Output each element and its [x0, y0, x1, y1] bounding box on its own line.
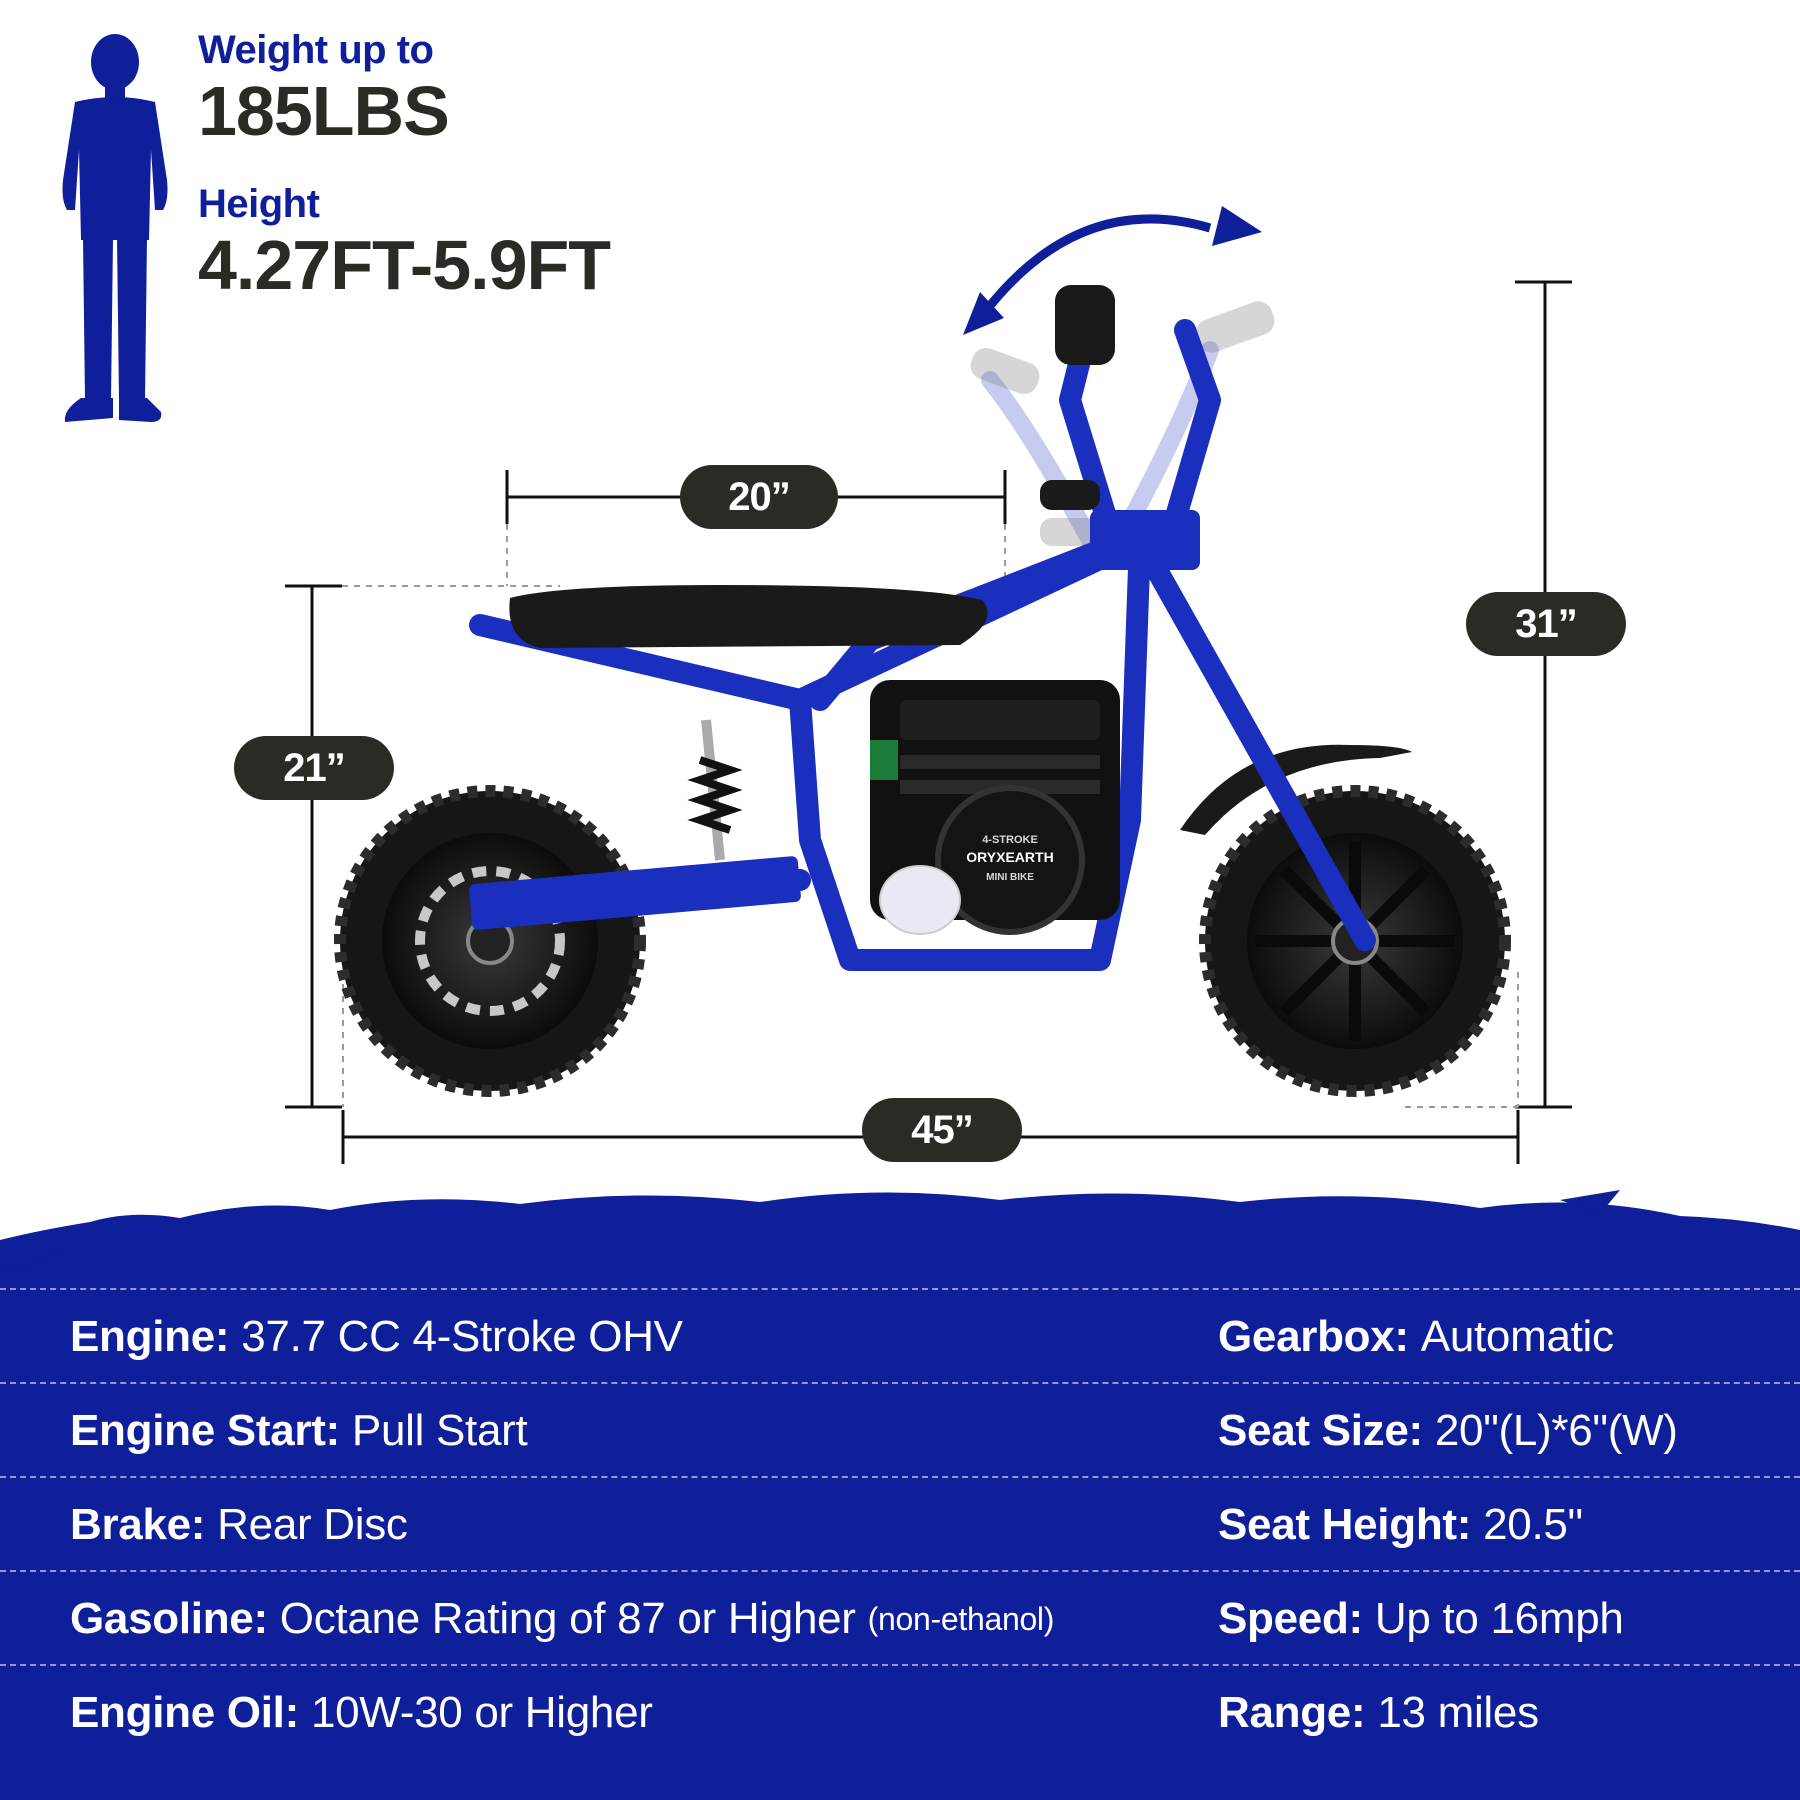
spec-cell-right: Seat Size:20"(L)*6"(W) — [1218, 1384, 1678, 1478]
spec-key: Engine: — [70, 1312, 230, 1361]
spec-value: Pull Start — [351, 1406, 528, 1455]
seat-height-pill: 21” — [234, 736, 394, 800]
spec-cell-left: Engine Start:Pull Start — [70, 1384, 528, 1478]
overall-length-pill: 45” — [862, 1098, 1022, 1162]
overall-height-pill: 31” — [1466, 592, 1626, 656]
weight-label: Weight up to — [198, 28, 434, 72]
spec-cell-right: Seat Height:20.5" — [1218, 1478, 1583, 1572]
engine-badge-line2: ORYXEARTH — [966, 849, 1053, 865]
spec-cell-left: Engine Oil:10W-30 or Higher — [70, 1666, 653, 1760]
spec-value: Octane Rating of 87 or Higher — [279, 1594, 856, 1643]
spec-row: Gasoline:Octane Rating of 87 or Higher (n… — [0, 1570, 1800, 1664]
spec-note: (non-ethanol) — [867, 1600, 1055, 1637]
spec-value: 20.5" — [1483, 1500, 1583, 1549]
seat-length-pill: 20” — [680, 465, 838, 529]
engine-badge-line1: 4-STROKE — [982, 834, 1038, 846]
seat — [509, 585, 988, 648]
rider-spec-block: Weight up to 185LBS Height 4.27FT-5.9FT — [198, 28, 611, 304]
brush-stroke-background — [0, 1190, 1800, 1800]
spec-row: Engine:37.7 CC 4-Stroke OHV Gearbox:Autom… — [0, 1288, 1800, 1382]
spec-cell-left: Engine:37.7 CC 4-Stroke OHV — [70, 1290, 683, 1384]
spec-value: 13 miles — [1377, 1688, 1539, 1737]
bike-illustration: 4-STROKE ORYXEARTH MINI BIKE — [285, 206, 1572, 1164]
spec-cell-right: Range:13 miles — [1218, 1666, 1539, 1760]
spec-cell-right: Gearbox:Automatic — [1218, 1290, 1614, 1384]
spec-value: Automatic — [1420, 1312, 1614, 1361]
spec-band: Engine:37.7 CC 4-Stroke OHV Gearbox:Autom… — [0, 1180, 1800, 1800]
spec-key: Range: — [1218, 1688, 1366, 1737]
spec-key: Engine Start: — [70, 1406, 340, 1455]
spec-key: Gearbox: — [1218, 1312, 1409, 1361]
spec-key: Brake: — [70, 1500, 206, 1549]
spec-cell-left: Brake:Rear Disc — [70, 1478, 408, 1572]
engine-badge-line3: MINI BIKE — [986, 872, 1034, 883]
spec-value: Up to 16mph — [1374, 1594, 1624, 1643]
weight-value: 185LBS — [198, 72, 450, 150]
spec-table: Engine:37.7 CC 4-Stroke OHV Gearbox:Autom… — [0, 1288, 1800, 1758]
spec-value: 37.7 CC 4-Stroke OHV — [241, 1312, 683, 1361]
height-label: Height — [198, 182, 320, 226]
child-silhouette-icon — [62, 34, 168, 422]
spec-cell-left: Gasoline:Octane Rating of 87 or Higher (n… — [70, 1572, 1054, 1666]
spec-key: Gasoline: — [70, 1594, 268, 1643]
handlebar-grip — [1055, 285, 1115, 365]
spec-cell-right: Speed:Up to 16mph — [1218, 1572, 1624, 1666]
rear-wheel — [334, 785, 646, 1097]
spec-key: Speed: — [1218, 1594, 1363, 1643]
spec-value: 10W-30 or Higher — [310, 1688, 653, 1737]
engine: 4-STROKE ORYXEARTH MINI BIKE — [870, 680, 1120, 935]
spec-value: Rear Disc — [217, 1500, 408, 1549]
curved-double-arrow-icon — [963, 206, 1262, 335]
spec-key: Seat Size: — [1218, 1406, 1423, 1455]
spec-row: Brake:Rear Disc Seat Height:20.5" — [0, 1476, 1800, 1570]
spec-key: Seat Height: — [1218, 1500, 1472, 1549]
spec-value: 20"(L)*6"(W) — [1434, 1406, 1678, 1455]
spec-row: Engine Start:Pull Start Seat Size:20"(L)*… — [0, 1382, 1800, 1476]
height-value: 4.27FT-5.9FT — [198, 226, 611, 304]
spec-row: Engine Oil:10W-30 or Higher Range:13 mile… — [0, 1664, 1800, 1758]
spec-key: Engine Oil: — [70, 1688, 299, 1737]
